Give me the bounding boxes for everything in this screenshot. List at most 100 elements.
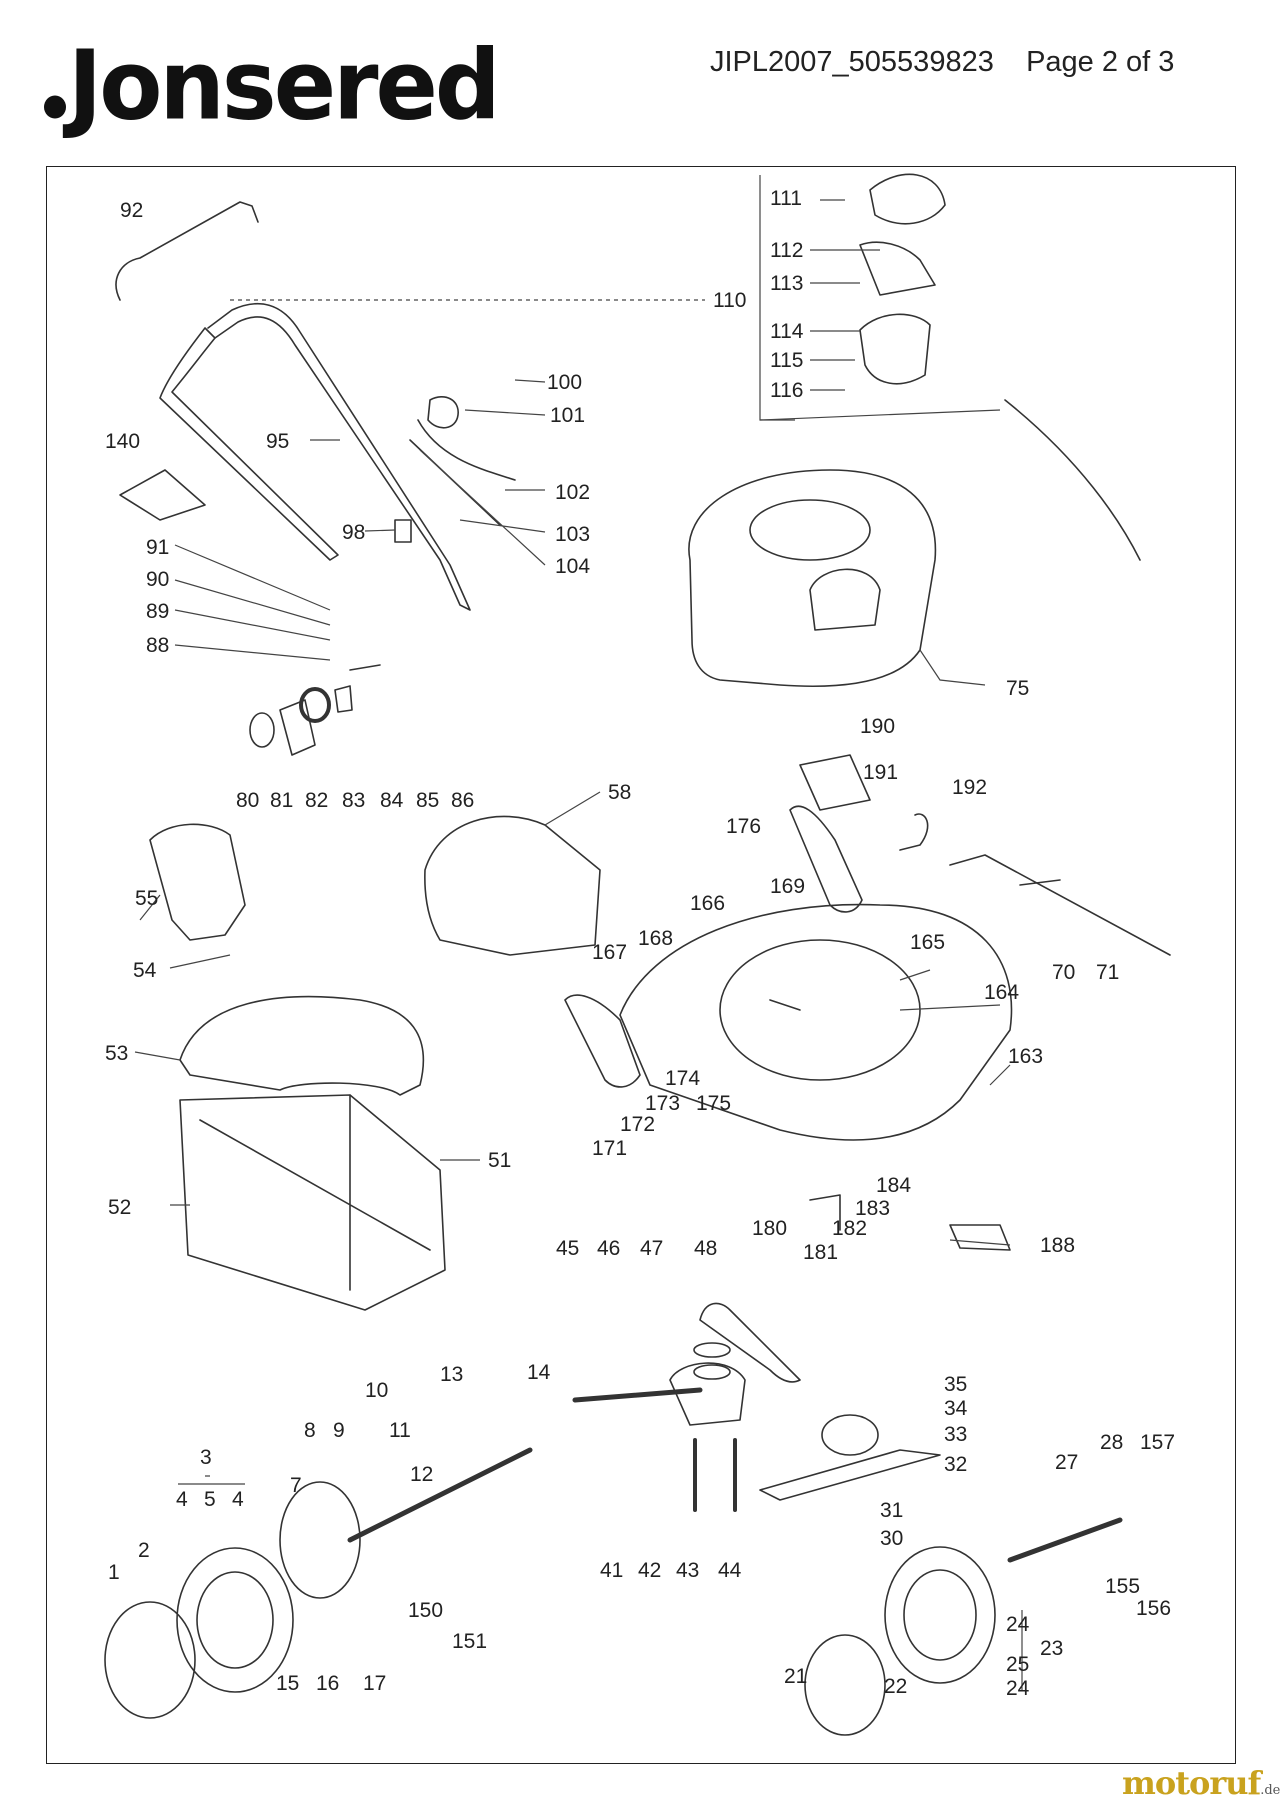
- part-label: 52: [108, 1196, 132, 1219]
- part-label: 12: [410, 1463, 434, 1486]
- part-113-lever: [859, 241, 936, 296]
- part-label: 54: [133, 959, 157, 982]
- part-label: 70: [1052, 961, 1076, 984]
- part-102-cable: [417, 419, 516, 481]
- part-27-axle: [1007, 1517, 1123, 1563]
- part-label: 48: [694, 1237, 718, 1260]
- part-75-engine-cover: [749, 499, 871, 561]
- part-label: 164: [984, 981, 1020, 1004]
- part-23-wheel: [884, 1546, 996, 1684]
- part-188-bracket: [949, 1224, 1011, 1251]
- part-label: 166: [690, 892, 726, 915]
- part-82-plate: [279, 699, 316, 756]
- brand-name: Jonsered: [68, 29, 501, 142]
- part-label: 11: [389, 1419, 411, 1442]
- part-110-throttle-cable: [1004, 399, 1141, 561]
- part-label: 28: [1100, 1431, 1124, 1454]
- part-48-belt: [699, 1302, 801, 1383]
- part-51-frame-wire: [199, 1094, 431, 1291]
- part-label: 41: [600, 1559, 624, 1582]
- leaders-95-98: [310, 439, 396, 532]
- part-92-bar: [115, 201, 259, 301]
- part-label: 175: [696, 1092, 732, 1115]
- part-58-cover: [424, 815, 601, 956]
- document-id: JIPL2007_505539823: [710, 46, 994, 78]
- part-55-flap: [149, 823, 246, 941]
- part-176-lever: [789, 805, 863, 913]
- part-191-plate: [799, 754, 871, 811]
- part-label: 183: [855, 1197, 891, 1220]
- part-163-deck: [619, 903, 1013, 1141]
- part-84-block: [334, 685, 353, 713]
- part-label: 171: [592, 1137, 628, 1160]
- part-5-wheel-rim: [196, 1571, 274, 1669]
- part-label: 173: [645, 1092, 681, 1115]
- part-13-axle: [347, 1447, 533, 1543]
- part-label: 7: [290, 1474, 302, 1497]
- part-label: 3: [200, 1446, 212, 1469]
- part-163-deck-opening: [719, 939, 921, 1081]
- part-label: 34: [944, 1397, 968, 1420]
- leader-75: [919, 649, 986, 686]
- part-7-gear-disc: [279, 1481, 361, 1599]
- part-111-cover: [869, 173, 946, 225]
- part-label: 174: [665, 1067, 701, 1090]
- part-label: 91: [146, 536, 170, 559]
- part-75-engine-label: [809, 568, 881, 631]
- part-label: 86: [451, 789, 475, 812]
- brand-logo: Jonsered: [44, 37, 501, 135]
- part-label: 114: [770, 320, 804, 343]
- part-label: 168: [638, 927, 674, 950]
- site-tld: .de: [1260, 1783, 1281, 1798]
- part-label: 89: [146, 600, 170, 623]
- leader-lines: [134, 175, 1023, 1690]
- part-label: 33: [944, 1423, 968, 1446]
- part-label: 81: [270, 789, 294, 812]
- part-label: 13: [440, 1363, 464, 1386]
- part-95-handle-left: [159, 327, 339, 561]
- leader-110-end: [759, 409, 1001, 421]
- part-label: 43: [676, 1559, 700, 1582]
- part-label: 4: [232, 1488, 244, 1511]
- part-label: 167: [592, 941, 628, 964]
- part-label: 10: [365, 1379, 389, 1402]
- part-label: 21: [784, 1665, 808, 1688]
- part-label: 35: [944, 1373, 968, 1396]
- part-label: 30: [880, 1527, 904, 1550]
- part-label: 192: [952, 776, 988, 799]
- part-label: 71: [1096, 961, 1120, 984]
- part-41-axle: [572, 1387, 703, 1403]
- part-label: 5: [204, 1488, 216, 1511]
- part-label: 90: [146, 568, 170, 591]
- part-101-knob: [427, 396, 459, 429]
- part-label: 85: [416, 789, 440, 812]
- part-label: 25: [1006, 1653, 1030, 1676]
- leader-188: [949, 1239, 1011, 1246]
- part-label: 42: [638, 1559, 662, 1582]
- part-label: 113: [770, 272, 804, 295]
- part-label: 172: [620, 1113, 656, 1136]
- part-label: 4: [176, 1488, 188, 1511]
- part-label: 88: [146, 634, 170, 657]
- part-label: 115: [770, 349, 804, 372]
- part-164-bolt: [769, 999, 801, 1011]
- part-label: 181: [803, 1241, 839, 1264]
- part-label: 116: [770, 379, 804, 402]
- part-label: 101: [550, 404, 586, 427]
- part-52-bag: [179, 1094, 446, 1311]
- part-label: 151: [452, 1630, 488, 1653]
- part-label: 84: [380, 789, 404, 812]
- part-115-plate: [859, 313, 931, 385]
- part-32-blade: [759, 1449, 941, 1501]
- part-label: 176: [726, 815, 762, 838]
- part-label: 80: [236, 789, 260, 812]
- leader-58: [544, 791, 601, 826]
- part-label: 163: [1008, 1045, 1044, 1068]
- part-label: 27: [1055, 1451, 1079, 1474]
- leaders-51-53: [134, 1051, 480, 1206]
- part-80-spring: [249, 712, 275, 748]
- part-33-adapter: [821, 1414, 879, 1456]
- leaders-111-116: [810, 199, 880, 391]
- part-label: 184: [876, 1174, 912, 1197]
- part-86-bolt: [349, 664, 381, 671]
